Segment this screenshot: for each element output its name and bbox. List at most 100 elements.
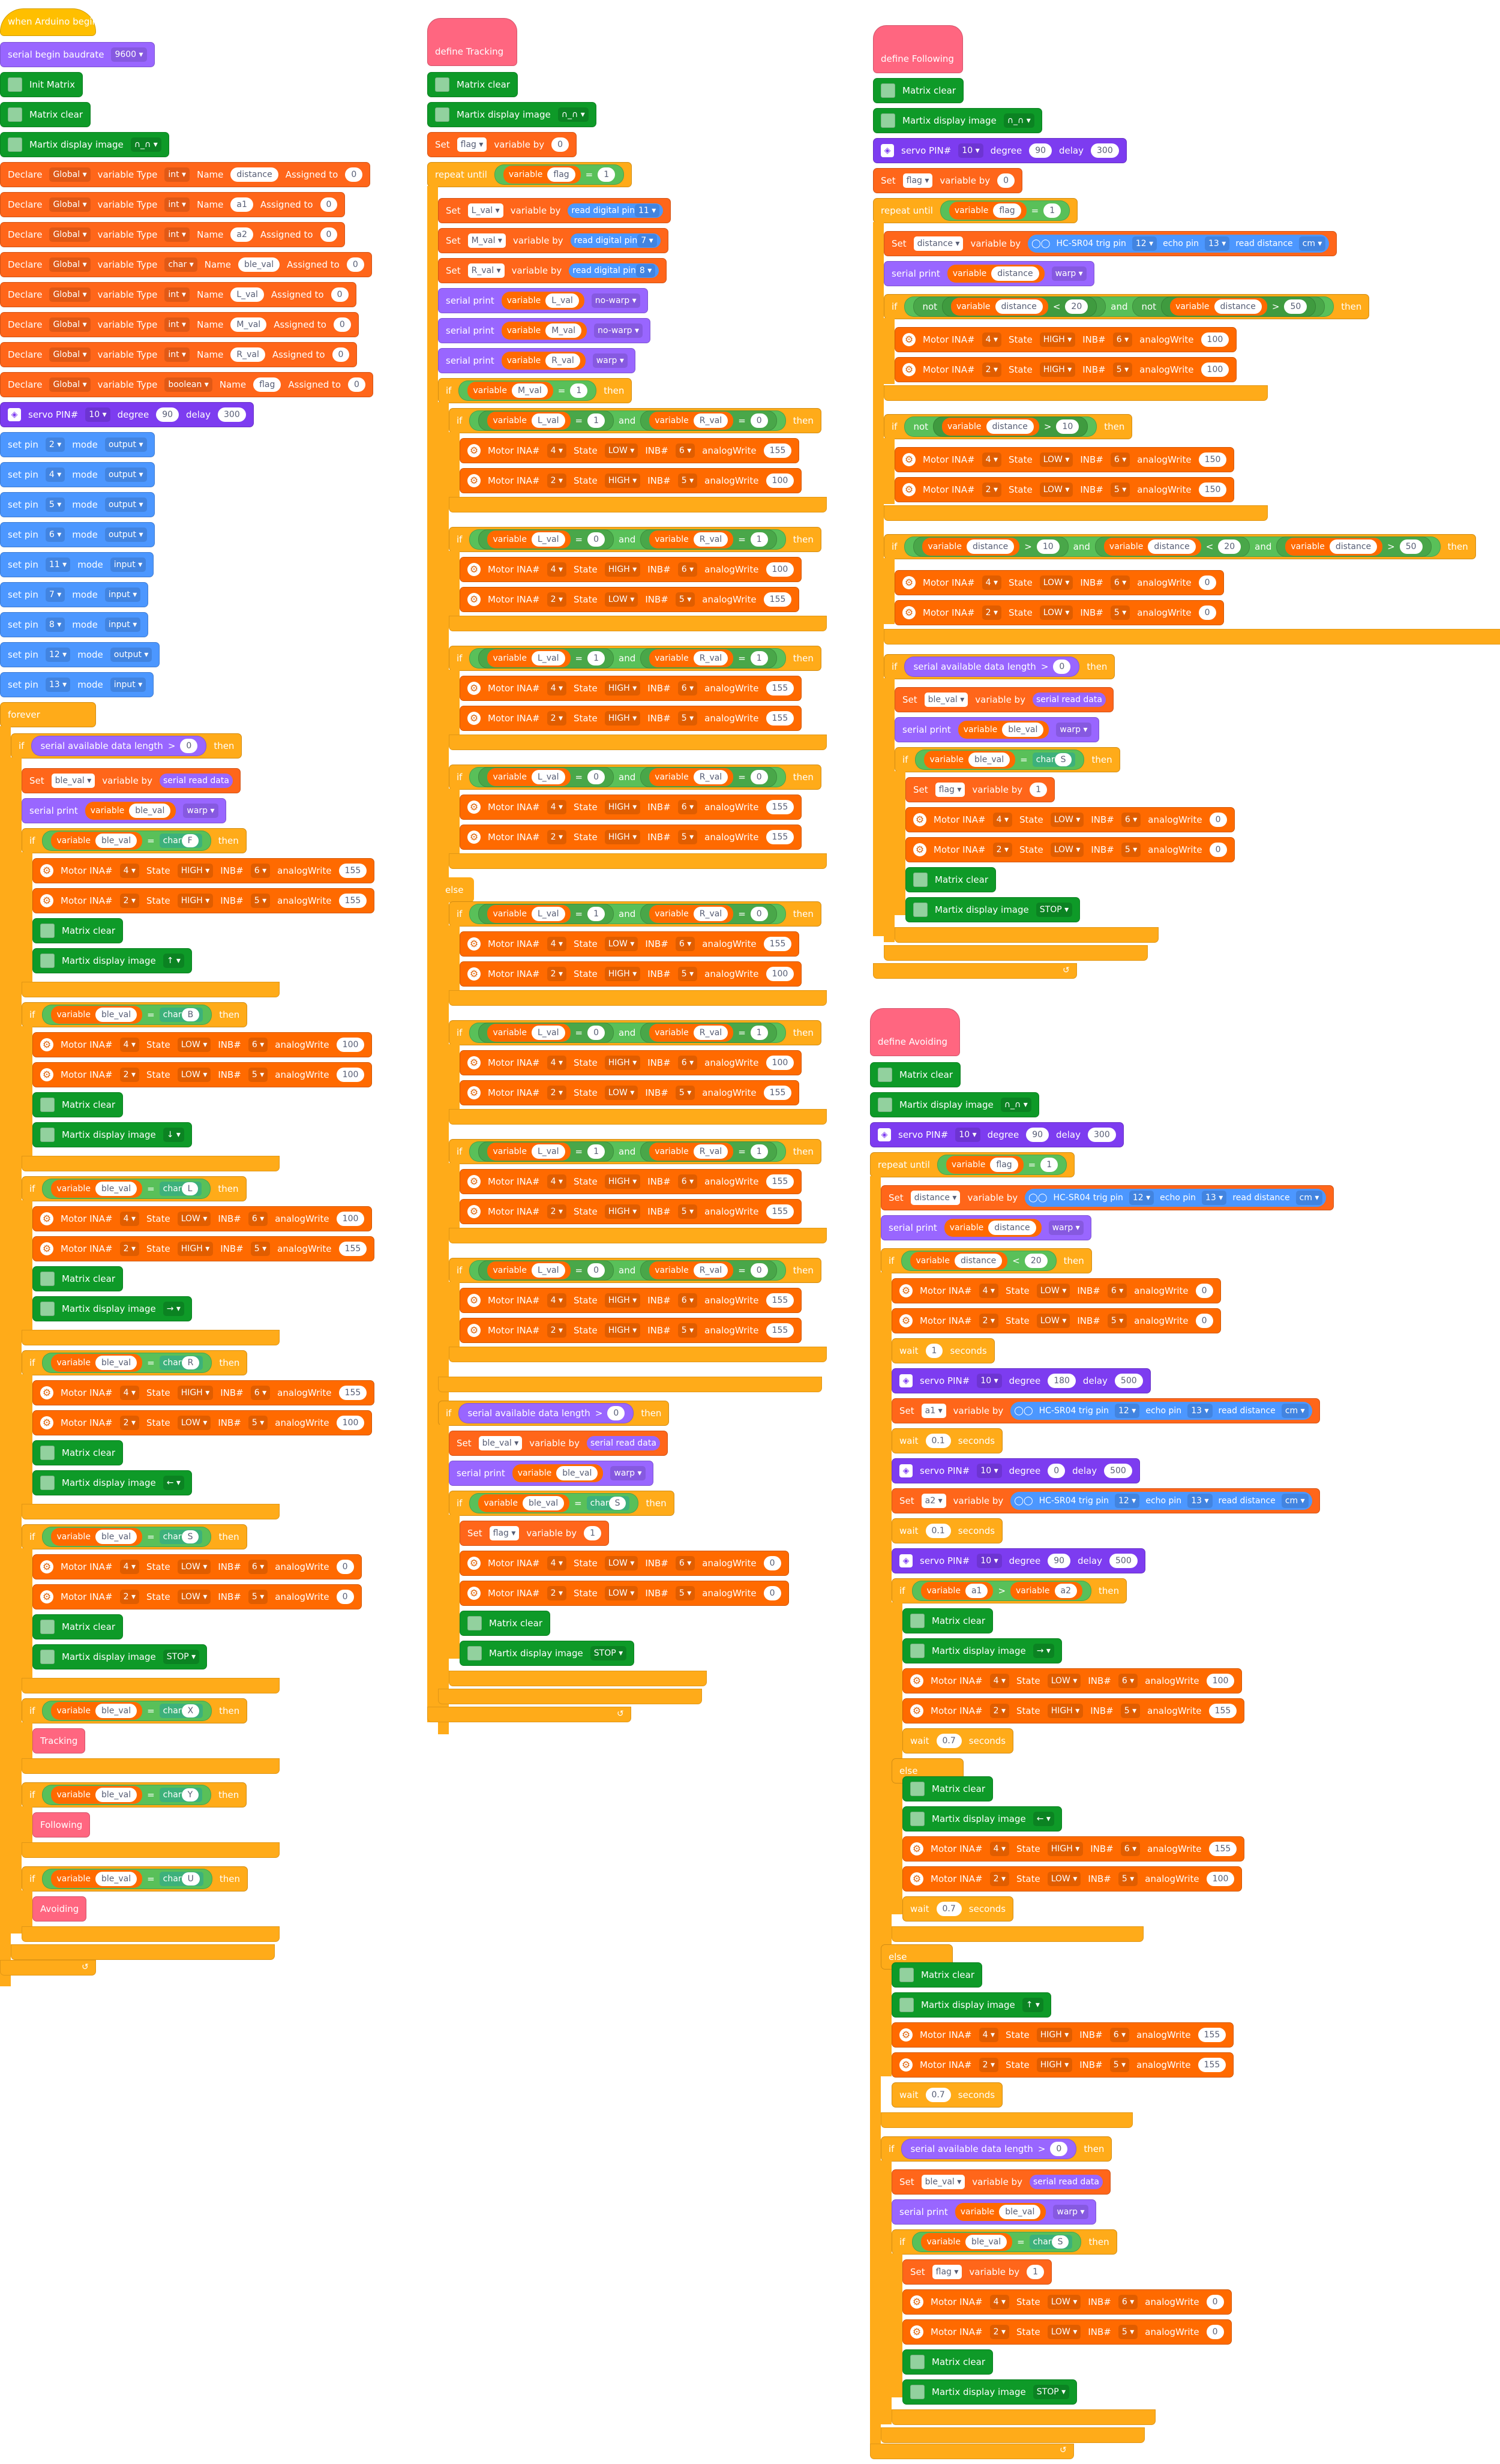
image-dropdown[interactable]: ∩_∩ ▾: [1000, 1098, 1031, 1112]
serial-available-condition[interactable]: serial available data length>0: [904, 657, 1080, 677]
mode-dropdown[interactable]: output ▾: [104, 467, 147, 482]
analogwrite-input[interactable]: 155: [338, 864, 367, 878]
analogwrite-input[interactable]: 150: [1198, 452, 1227, 467]
inb-dropdown[interactable]: 5 ▾: [248, 1590, 268, 1604]
ina-dropdown[interactable]: 2 ▾: [982, 605, 1001, 620]
ina-dropdown[interactable]: 2 ▾: [547, 1086, 566, 1100]
analogwrite-input[interactable]: 0: [1206, 2295, 1224, 2309]
matrix-display-block[interactable]: Martix display image∩_∩ ▾: [873, 108, 1042, 133]
analogwrite-input[interactable]: 155: [338, 894, 367, 908]
matrix-display-block[interactable]: Martix display image↑ ▾: [892, 1992, 1051, 2018]
value-input[interactable]: 0.1: [925, 1524, 951, 1538]
state-dropdown[interactable]: LOW ▾: [1036, 1284, 1070, 1298]
image-dropdown[interactable]: ↑ ▾: [1022, 1998, 1043, 2012]
ina-dropdown[interactable]: 2 ▾: [119, 1590, 139, 1604]
variable-dropdown[interactable]: ble_val ▾: [924, 693, 968, 707]
image-dropdown[interactable]: STOP ▾: [590, 1646, 627, 1660]
matrix-clear-block[interactable]: Matrix clear: [32, 1092, 123, 1117]
ina-dropdown[interactable]: 4 ▾: [982, 452, 1001, 467]
servo-pin-dropdown[interactable]: 10 ▾: [977, 1554, 1002, 1568]
analogwrite-input[interactable]: 100: [1201, 332, 1229, 347]
value-input[interactable]: 10: [1056, 419, 1079, 434]
pin-dropdown[interactable]: 12 ▾: [45, 648, 71, 662]
image-dropdown[interactable]: → ▾: [163, 1302, 184, 1316]
define-tracking-hat[interactable]: define Tracking: [427, 18, 517, 66]
inb-dropdown[interactable]: 6 ▾: [250, 864, 271, 878]
value-input[interactable]: 1: [587, 1144, 605, 1159]
ina-dropdown[interactable]: 4 ▾: [119, 1212, 139, 1226]
mode-dropdown[interactable]: output ▾: [104, 437, 147, 452]
ina-dropdown[interactable]: 2 ▾: [979, 2058, 998, 2072]
analogwrite-input[interactable]: 155: [766, 1323, 794, 1338]
servo-pin-dropdown[interactable]: 10 ▾: [977, 1374, 1002, 1388]
inb-dropdown[interactable]: 6 ▾: [1109, 2028, 1130, 2042]
echo-pin-dropdown[interactable]: 13 ▾: [1205, 236, 1230, 251]
ina-dropdown[interactable]: 4 ▾: [547, 800, 566, 814]
warp-dropdown[interactable]: warp ▾: [183, 804, 218, 818]
value-input[interactable]: 0.1: [925, 1434, 951, 1448]
variable-dropdown[interactable]: ble_val ▾: [51, 774, 95, 788]
pin-dropdown[interactable]: 13 ▾: [45, 678, 71, 692]
matrix-clear-block[interactable]: Matrix clear: [902, 2349, 993, 2375]
matrix-clear-block[interactable]: Matrix clear: [873, 78, 964, 103]
baudrate-dropdown[interactable]: 9600 ▾: [111, 47, 147, 62]
matrix-clear-block[interactable]: Matrix clear: [0, 102, 91, 127]
warp-dropdown[interactable]: warp ▾: [1051, 266, 1087, 281]
unit-dropdown[interactable]: cm ▾: [1295, 1191, 1323, 1205]
value-input[interactable]: 1: [1040, 1158, 1058, 1172]
delay-input[interactable]: 300: [1091, 143, 1119, 158]
matrix-clear-block[interactable]: Matrix clear: [902, 1608, 993, 1633]
matrix-clear-block[interactable]: Matrix clear: [427, 72, 518, 97]
analogwrite-input[interactable]: 155: [1208, 1842, 1237, 1856]
delay-input[interactable]: 500: [1104, 1464, 1132, 1478]
warp-dropdown[interactable]: warp ▾: [610, 1466, 646, 1480]
value-input[interactable]: 0.7: [936, 1902, 962, 1916]
variable-dropdown[interactable]: R_val ▾: [467, 263, 505, 278]
define-avoiding-hat[interactable]: define Avoiding: [870, 1008, 960, 1056]
analogwrite-input[interactable]: 155: [763, 592, 792, 607]
value-input[interactable]: 1: [584, 1526, 602, 1540]
warp-dropdown[interactable]: warp ▾: [1048, 1221, 1084, 1235]
assign-input[interactable]: 0: [320, 197, 338, 212]
when-arduino-begin-hat[interactable]: when Arduino begin: [0, 8, 98, 36]
state-dropdown[interactable]: HIGH ▾: [177, 894, 214, 908]
variable-dropdown[interactable]: flag ▾: [489, 1526, 520, 1540]
state-dropdown[interactable]: HIGH ▾: [604, 830, 641, 844]
